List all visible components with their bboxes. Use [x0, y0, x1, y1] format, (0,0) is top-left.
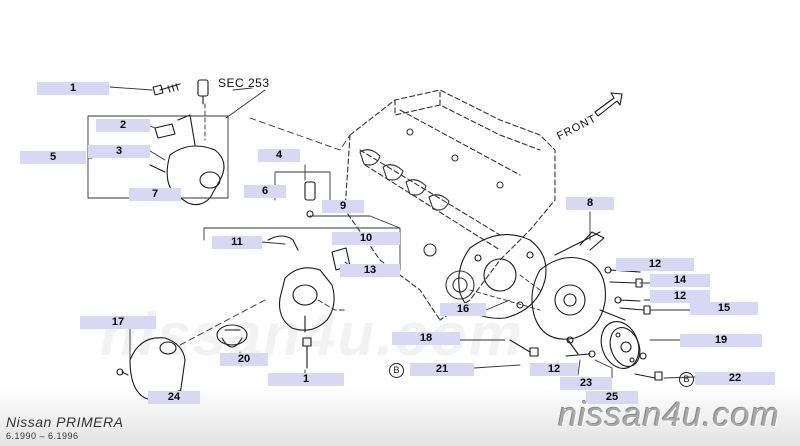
callout-20[interactable]: 20 [220, 353, 268, 366]
callout-25[interactable]: 25 [586, 391, 638, 404]
callout-15[interactable]: 15 [690, 302, 758, 315]
callout-12-b[interactable]: 12 [650, 290, 710, 303]
b-mark-right: B [679, 372, 694, 387]
callout-24[interactable]: 24 [148, 391, 200, 404]
bolt-bottom [302, 337, 312, 369]
thermostat [216, 324, 248, 348]
water-pump [531, 231, 626, 340]
callout-19[interactable]: 19 [680, 334, 762, 347]
callout-22[interactable]: 22 [695, 372, 775, 385]
callout-2[interactable]: 2 [96, 119, 150, 132]
callout-17[interactable]: 17 [80, 316, 156, 329]
sensor-mid [304, 181, 316, 218]
callout-13[interactable]: 13 [340, 264, 400, 277]
callout-5[interactable]: 5 [20, 151, 86, 164]
water-inlet [116, 337, 186, 402]
pump-bolts [509, 266, 663, 381]
water-pump-gasket [458, 234, 547, 319]
callout-14[interactable]: 14 [650, 274, 710, 287]
vehicle-model: Nissan PRIMERA [6, 414, 124, 430]
callout-16[interactable]: 16 [440, 303, 486, 316]
callout-10[interactable]: 10 [332, 232, 400, 245]
callout-9[interactable]: 9 [322, 200, 364, 213]
callout-1[interactable]: 1 [37, 82, 109, 95]
callout-4[interactable]: 4 [258, 149, 300, 162]
callout-11[interactable]: 11 [212, 236, 262, 249]
callout-12-a[interactable]: 12 [616, 258, 694, 271]
b-mark-left: B [389, 363, 404, 378]
site-watermark: nissan4u.com [558, 396, 780, 434]
callout-6[interactable]: 6 [244, 185, 286, 198]
callout-12-c[interactable]: 12 [530, 363, 578, 376]
front-arrow-icon [594, 92, 623, 117]
callout-23[interactable]: 23 [560, 377, 612, 390]
callout-3[interactable]: 3 [88, 145, 150, 158]
bolt-top [152, 83, 181, 96]
callout-1-b[interactable]: 1 [268, 373, 344, 386]
production-dates: 6.1990 – 6.1996 [6, 431, 79, 441]
footer-gradient [0, 386, 800, 446]
engine-block-outline [344, 89, 556, 321]
callout-8[interactable]: 8 [566, 197, 614, 210]
callout-21[interactable]: 21 [410, 363, 474, 376]
callout-7[interactable]: 7 [129, 188, 181, 201]
callout-18[interactable]: 18 [392, 332, 460, 345]
leader-lines [87, 86, 696, 396]
section-reference: SEC 253 [218, 76, 270, 90]
sensor-top [197, 79, 209, 105]
thermostat-housing [267, 235, 351, 333]
water-pump-pulley [600, 321, 641, 369]
